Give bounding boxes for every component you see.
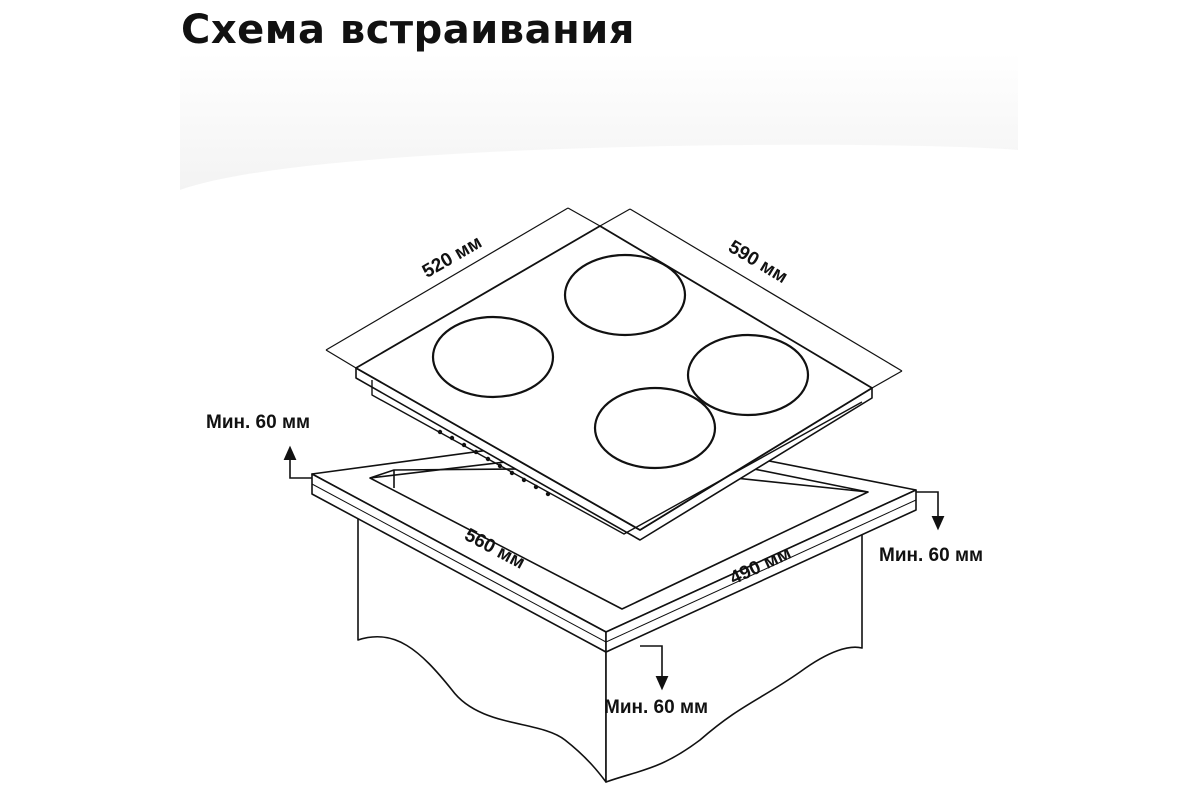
- cabinet-side-face: [605, 519, 863, 783]
- cabinet-front-face: [357, 511, 607, 783]
- clearance-arrows: [283, 445, 945, 691]
- vent-hole: [509, 470, 515, 476]
- cooking-zone-rear-left: [563, 253, 687, 337]
- cooking-zone-rear-right: [686, 333, 810, 417]
- vent-hole: [449, 435, 455, 441]
- clearance-left-arrow: [283, 445, 312, 479]
- page-title: Схема встраивания: [181, 7, 635, 53]
- vent-hole: [461, 442, 467, 448]
- vent-hole: [437, 429, 443, 435]
- clearance-right-label: Мин. 60 мм: [879, 545, 983, 566]
- dimension-line: [629, 208, 903, 372]
- cooking-zone-front-left: [431, 315, 555, 399]
- vent-hole: [497, 463, 503, 469]
- hob-underbody: [371, 380, 863, 535]
- clearance-front-arrow: [640, 645, 669, 691]
- dimension-line: [325, 207, 569, 351]
- clearance-right-arrow: [916, 491, 945, 531]
- worktop-edge-line: [605, 499, 917, 643]
- dimension-line: [599, 208, 631, 227]
- hob-dimensions: [325, 207, 903, 389]
- hob-vents: [437, 429, 551, 497]
- vent-hole: [485, 456, 491, 462]
- hob-depth-label: 520 мм: [419, 232, 486, 283]
- cabinet: [357, 511, 863, 783]
- clearance-front-label: Мин. 60 мм: [604, 697, 708, 718]
- clearance-left-label: Мин. 60 мм: [206, 412, 310, 433]
- dimension-line: [325, 349, 357, 369]
- vent-hole: [533, 484, 539, 490]
- vent-hole: [473, 449, 479, 455]
- vent-hole: [545, 491, 551, 497]
- cooking-zones: [431, 253, 810, 470]
- dimension-line: [871, 370, 903, 389]
- backdrop-band: [180, 52, 1018, 190]
- worktop-edge-line: [311, 483, 607, 643]
- hob-width-label: 590 мм: [725, 237, 792, 289]
- dimension-line: [567, 207, 601, 227]
- cooking-zone-front-right: [593, 386, 717, 470]
- vent-hole: [521, 477, 527, 483]
